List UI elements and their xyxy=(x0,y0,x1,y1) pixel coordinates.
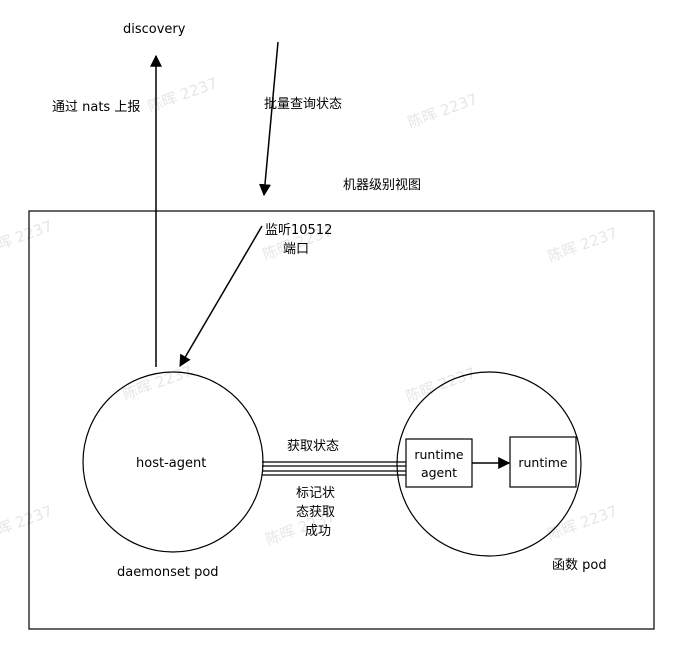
daemonset-pod-label: daemonset pod xyxy=(117,565,219,580)
runtime-box xyxy=(509,436,577,488)
machine-level-box xyxy=(28,210,655,630)
runtime-agent-label-line2: agent xyxy=(421,465,457,480)
runtime-label: runtime xyxy=(518,455,568,470)
watermark-text: 陈晖 2237 xyxy=(0,502,55,544)
runtime-agent-label-line1: runtime xyxy=(414,447,464,462)
mark-status-label-line1: 标记状 xyxy=(296,486,335,501)
runtime-agent-box xyxy=(405,438,473,488)
mark-status-label-line2: 态获取 xyxy=(296,505,335,520)
function-pod-circle xyxy=(396,371,582,557)
host-agent-label: host-agent xyxy=(136,456,206,471)
mark-status-label-line3: 成功 xyxy=(305,524,331,539)
watermark-text: 陈晖 2237 xyxy=(545,224,620,266)
discovery-label: discovery xyxy=(123,22,186,37)
get-status-label: 获取状态 xyxy=(287,439,339,454)
machine-level-view-label: 机器级别视图 xyxy=(343,178,421,193)
watermark-text: 陈晖 2237 xyxy=(0,217,55,259)
batch-query-arrow xyxy=(259,41,279,197)
listen-port-arrow xyxy=(179,225,263,368)
listen-port-label: 监听10512 xyxy=(265,223,332,238)
report-via-nats-label: 通过 nats 上报 xyxy=(52,100,140,115)
watermark-text: 陈晖 2237 xyxy=(403,364,478,406)
watermark-text: 陈晖 2237 xyxy=(405,90,480,132)
listen-port-label-line2: 端口 xyxy=(283,242,309,257)
function-pod-label: 函数 pod xyxy=(552,558,607,573)
watermark-text: 陈晖 2237 xyxy=(545,502,620,544)
batch-query-status-label: 批量查询状态 xyxy=(264,97,342,112)
